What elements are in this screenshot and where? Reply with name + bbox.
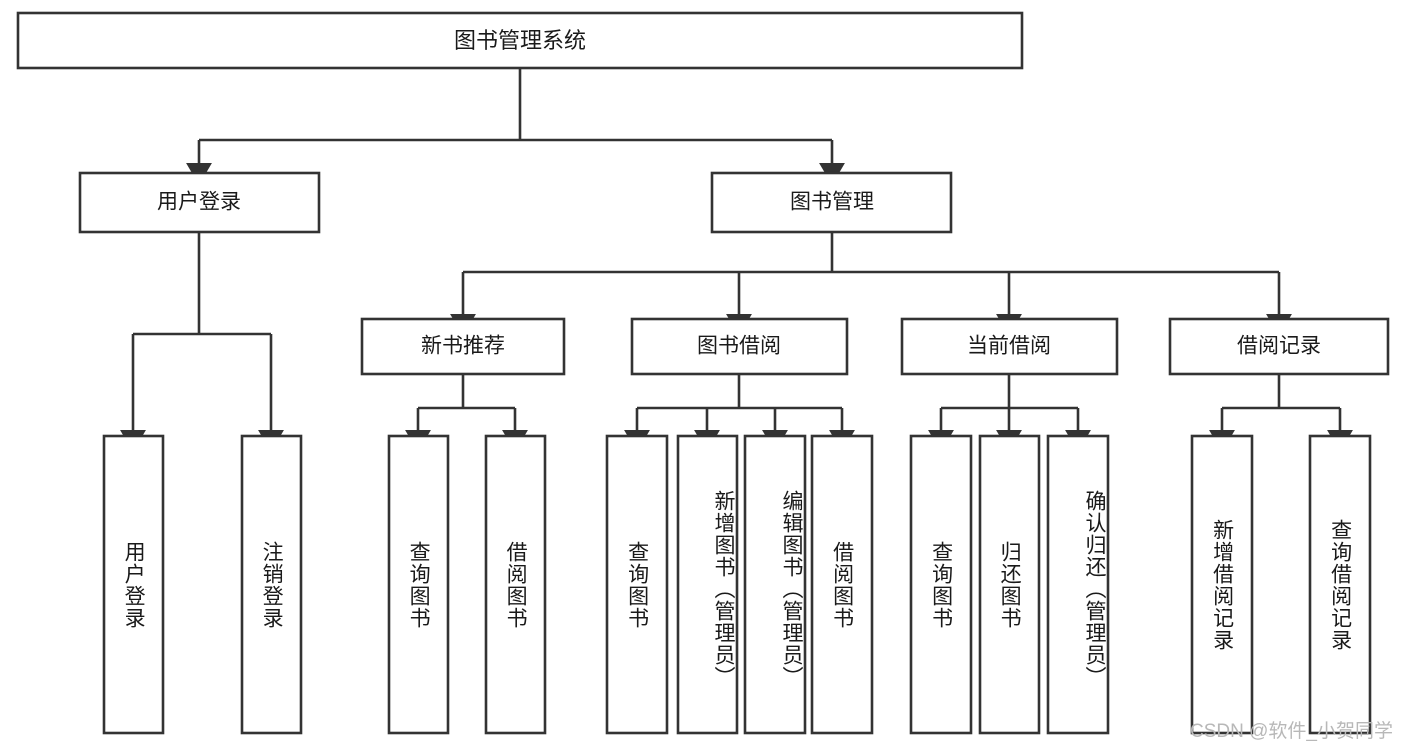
- node-current-borrow-label: 当前借阅: [967, 335, 1051, 358]
- node-current-borrow[interactable]: 当前借阅: [900, 317, 1119, 376]
- connector-root-to-level1: [186, 68, 845, 185]
- node-borrow-record[interactable]: 借阅记录: [1168, 317, 1390, 376]
- leaf-box-user-login-2[interactable]: [240, 434, 303, 735]
- leaf-box-user-login-1[interactable]: [102, 434, 165, 735]
- connector-newbook-to-leaves: [405, 374, 528, 452]
- node-borrow-record-label: 借阅记录: [1237, 335, 1321, 358]
- node-book-management-label: 图书管理: [790, 191, 874, 214]
- leaf-box-book-borrow-2[interactable]: [676, 434, 739, 735]
- leaf-box-current-borrow-1[interactable]: [909, 434, 973, 735]
- leaf-box-borrow-record-1[interactable]: [1190, 434, 1254, 735]
- leaf-box-book-borrow-4[interactable]: [810, 434, 874, 735]
- node-book-management[interactable]: 图书管理: [710, 171, 953, 234]
- leaf-box-book-borrow-1[interactable]: [605, 434, 669, 735]
- leaf-box-new-book-2[interactable]: [484, 434, 547, 735]
- connector-borrow-to-leaves: [624, 374, 855, 452]
- connector-bookmgmt-to-level2: [450, 232, 1292, 336]
- leaf-box-borrow-record-2[interactable]: [1308, 434, 1372, 735]
- connector-current-to-leaves: [928, 374, 1091, 452]
- node-book-borrow-label: 图书借阅: [697, 335, 781, 358]
- connector-record-to-leaves: [1209, 374, 1353, 452]
- node-root-label: 图书管理系统: [454, 28, 586, 53]
- leaf-box-current-borrow-2[interactable]: [978, 434, 1041, 735]
- node-user-login[interactable]: 用户登录: [78, 171, 321, 234]
- leaf-box-new-book-1[interactable]: [387, 434, 450, 735]
- node-new-book-recommend[interactable]: 新书推荐: [360, 317, 566, 376]
- leaf-box-book-borrow-3[interactable]: [743, 434, 807, 735]
- node-user-login-label: 用户登录: [157, 191, 241, 214]
- leaf-box-current-borrow-3[interactable]: [1046, 434, 1110, 735]
- node-book-borrow[interactable]: 图书借阅: [630, 317, 849, 376]
- node-new-book-recommend-label: 新书推荐: [421, 335, 505, 358]
- node-root[interactable]: 图书管理系统: [16, 11, 1024, 70]
- connector-userlogin-to-leaves: [120, 232, 284, 452]
